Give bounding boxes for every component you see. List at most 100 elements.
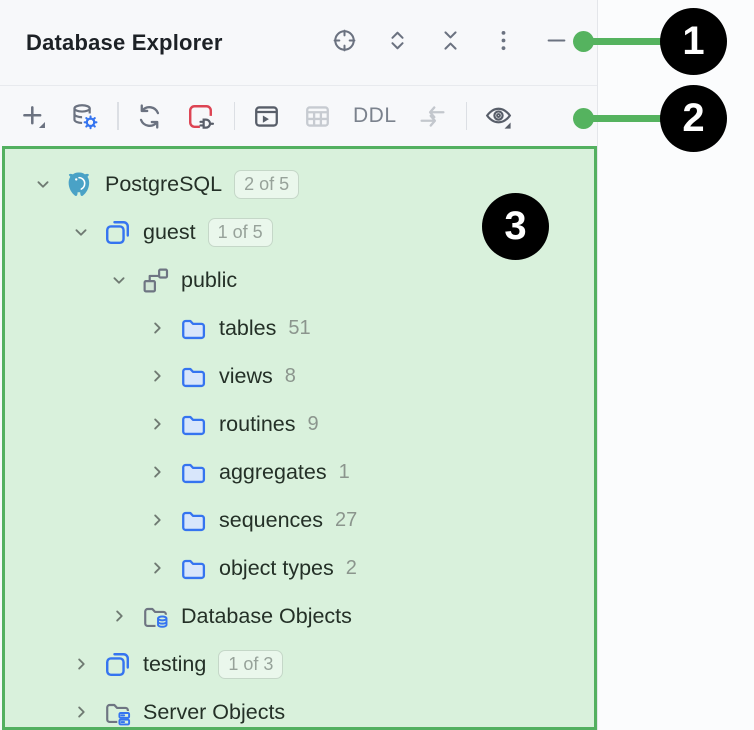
locate-opened-element-button[interactable] [328,24,361,57]
locate-opened-element-icon [333,29,356,52]
chevron-right-icon[interactable] [145,508,169,532]
data-source-properties-button[interactable] [65,97,103,135]
item-count: 8 [284,364,296,387]
tree-row-label: views [219,363,273,388]
data-source-properties-icon [72,103,97,129]
open-table-icon [305,105,329,127]
tree-row-guest[interactable]: guest 1 of 5 [5,208,594,256]
chevron-right-icon[interactable] [107,604,131,628]
jump-to-query-console-icon [254,105,278,127]
chevron-right-icon[interactable] [145,316,169,340]
tree-row-object-types[interactable]: object types 2 [5,544,594,592]
page-title: Database Explorer [26,29,223,55]
folder-icon [177,360,209,392]
callout-3-number: 3 [504,204,527,248]
tree-row-label: Server Objects [143,699,286,724]
callout-2-marker: 2 [660,85,727,152]
item-count: 2 [345,556,357,579]
folder-database-icon [139,600,171,632]
tree-row-label: sequences [219,507,323,532]
chevron-right-icon[interactable] [69,652,93,676]
tree-row-tables[interactable]: tables 51 [5,304,594,352]
tree-row-label: public [181,267,238,292]
tree-row-server-objects[interactable]: Server Objects [5,688,594,727]
tree-row-views[interactable]: views 8 [5,352,594,400]
folder-server-icon [101,696,133,727]
tree-row-label: tables [219,315,277,340]
callout-1-number: 1 [682,19,705,63]
disconnect-icon [189,104,215,129]
tree-row-database-objects[interactable]: Database Objects [5,592,594,640]
tree-row-postgresql[interactable]: PostgreSQL 2 of 5 [5,160,594,208]
collapse-all-button[interactable] [434,24,467,57]
jump-to-query-console-button[interactable] [247,97,285,135]
database-tree: PostgreSQL 2 of 5 guest 1 of 5 [2,146,597,730]
expand-all-button[interactable] [381,24,414,57]
tree-row-label: Database Objects [181,603,352,628]
expand-all-icon [391,31,404,50]
new-item-button[interactable] [14,97,52,135]
tool-window-titlebar: Database Explorer [0,0,597,86]
view-options-button[interactable] [479,97,517,135]
chevron-down-icon[interactable] [107,268,131,292]
chevron-right-icon[interactable] [69,700,93,724]
folder-icon [177,408,209,440]
disconnect-button[interactable] [182,97,220,135]
folder-icon [177,552,209,584]
refresh-icon [139,103,160,129]
chevron-right-icon[interactable] [145,412,169,436]
toolbar-separator [117,102,119,130]
database-explorer-panel: Database Explorer [0,0,598,730]
chevron-right-icon[interactable] [145,460,169,484]
item-count: 27 [335,508,358,531]
database-icon [101,216,133,248]
tree-row-label: guest [143,219,196,244]
chevron-right-icon[interactable] [145,364,169,388]
callout-1-marker: 1 [660,8,727,75]
tree-row-testing[interactable]: testing 1 of 3 [5,640,594,688]
tree-row-aggregates[interactable]: aggregates 1 [5,448,594,496]
callout-3-marker: 3 [482,193,549,260]
database-icon [101,648,133,680]
schema-icon [139,264,171,296]
hide-icon [547,39,566,42]
callout-2-line [583,115,668,122]
chevron-right-icon[interactable] [145,556,169,580]
folder-icon [177,504,209,536]
jump-to-editor-button[interactable] [414,97,452,135]
toolbar-separator [233,102,235,130]
tree-row-sequences[interactable]: sequences 27 [5,496,594,544]
hide-button[interactable] [540,24,573,57]
tree-row-label: testing [143,651,207,676]
item-count: 9 [307,412,319,435]
callout-1-line [583,38,668,45]
tree-row-public[interactable]: public [5,256,594,304]
explorer-toolbar: DDL [0,86,597,146]
more-options-button[interactable] [487,24,520,57]
postgresql-icon [63,168,95,200]
view-options-icon [485,107,511,129]
toolbar-separator [465,102,468,130]
folder-icon [177,456,209,488]
chevron-down-icon[interactable] [69,220,93,244]
callout-2-number: 2 [682,96,705,140]
refresh-button[interactable] [131,97,169,135]
tree-row-label: routines [219,411,296,436]
tree-row-label: object types [219,555,334,580]
tree-row-routines[interactable]: routines 9 [5,400,594,448]
chevron-down-icon[interactable] [31,172,55,196]
open-table-button[interactable] [298,97,336,135]
more-options-icon [501,30,506,51]
item-count: 1 [338,460,350,483]
schema-count-badge: 1 of 3 [218,649,284,679]
ddl-button[interactable]: DDL [353,104,397,127]
collapse-all-icon [444,31,457,50]
item-count: 51 [288,316,311,339]
callout-1-dot [573,31,594,52]
folder-icon [177,312,209,344]
titlebar-actions [328,24,573,57]
new-item-icon [22,105,45,128]
schema-count-badge: 1 of 5 [207,217,273,247]
connection-count-badge: 2 of 5 [234,169,300,199]
